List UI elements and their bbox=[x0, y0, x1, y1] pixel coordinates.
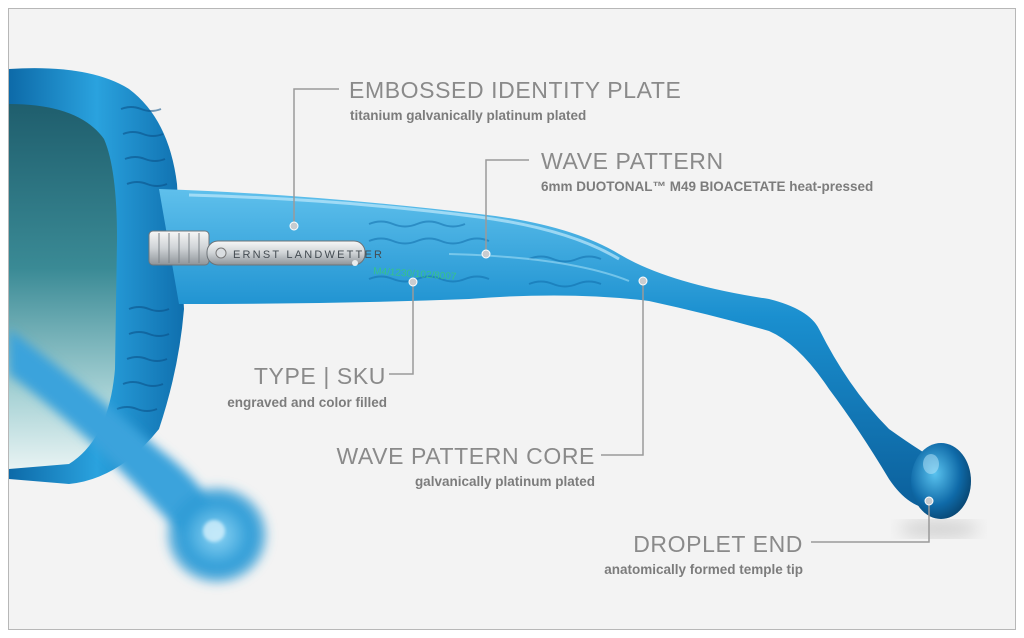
callout-droplet-end-title: DROPLET END bbox=[633, 531, 803, 557]
identity-plate bbox=[206, 240, 366, 266]
callout-wave-pattern-subtitle: 6mm DUOTONAL™ M49 BIOACETATE heat-presse… bbox=[541, 179, 874, 194]
foreground-tip-sparkle bbox=[203, 520, 225, 542]
sunglasses-photo: ERNST LANDWETTER M4/1230/102/8007 bbox=[9, 68, 979, 583]
tip-shadow bbox=[899, 521, 979, 537]
hinge-barrel-lines bbox=[158, 233, 200, 263]
plate-screw bbox=[215, 247, 227, 259]
callout-wave-pattern-title: WAVE PATTERN bbox=[541, 148, 724, 174]
temple-highlight bbox=[188, 193, 620, 261]
callout-wave-core-subtitle: galvanically platinum plated bbox=[414, 474, 595, 489]
temple-wave-texture bbox=[368, 220, 602, 288]
plate-rivet bbox=[352, 260, 358, 266]
droplet-tip bbox=[911, 443, 971, 519]
callout-dots bbox=[289, 221, 934, 506]
callout-identity-plate-title: EMBOSSED IDENTITY PLATE bbox=[349, 77, 682, 103]
temple-arm bbox=[159, 189, 944, 509]
front-wave-texture bbox=[116, 106, 170, 412]
callout-identity-plate-subtitle: titanium galvanically platinum plated bbox=[350, 108, 587, 123]
callout-leaders bbox=[293, 88, 930, 543]
callout-wave-core-title: WAVE PATTERN CORE bbox=[336, 443, 595, 469]
product-image-frame: ERNST LANDWETTER M4/1230/102/8007 EMB bbox=[8, 8, 1016, 630]
wave-core-line bbox=[448, 253, 630, 282]
callout-type-sku-title: TYPE | SKU bbox=[253, 363, 386, 389]
callout-droplet-end-subtitle: anatomically formed temple tip bbox=[604, 562, 803, 577]
callout-type-sku-subtitle: engraved and color filled bbox=[227, 395, 387, 410]
plate-logo-text: ERNST LANDWETTER bbox=[233, 249, 384, 261]
droplet-highlight bbox=[923, 454, 939, 474]
